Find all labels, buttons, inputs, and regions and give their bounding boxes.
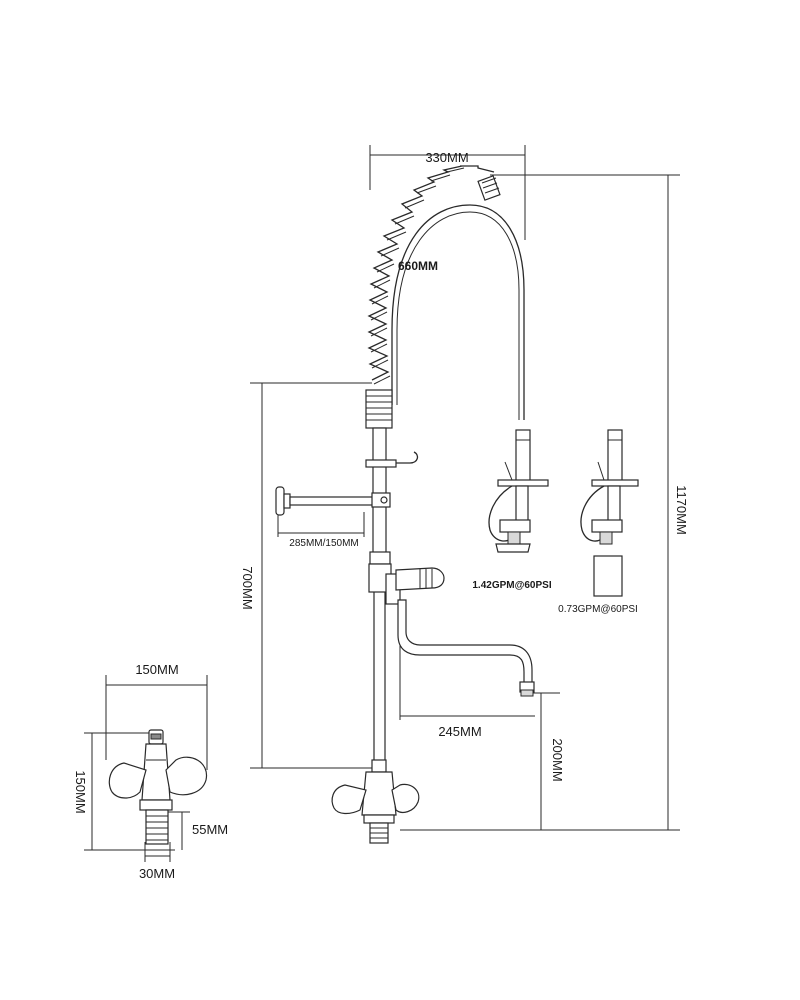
label-column-height: 700MM [240,566,255,609]
label-hose-width: 330MM [425,150,468,165]
label-valve-height: 150MM [73,770,88,813]
swing-spout [397,599,533,685]
label-thread-length: 55MM [192,822,228,837]
label-low-flow: 0.73GPM@60PSI [558,604,638,615]
pre-rinse-faucet [275,165,535,844]
label-spring-length: 660MM [398,259,438,273]
wall-bracket [275,486,391,516]
label-wall-bracket: 285MM/150MM [289,538,358,549]
spray-head-low-flow [580,429,639,597]
label-standard-flow: 1.42GPM@60PSI [472,580,551,591]
flex-hose [391,204,525,420]
base-mixing-valve [331,759,420,844]
spray-holder-ring [365,459,397,468]
label-spout-height: 200MM [550,738,565,781]
spray-head-standard [488,429,549,553]
label-total-height: 1170MM [674,485,689,535]
label-thread-width: 30MM [139,866,175,881]
coil-spring [367,165,501,385]
dimension-labels: 330MM 660MM 1170MM 700MM 285MM/150MM 245… [73,150,689,881]
dimension-lines [84,145,680,862]
label-valve-width: 150MM [135,662,178,677]
valve-detail [108,729,208,845]
label-spout-reach: 245MM [438,724,481,739]
mid-valve [368,563,445,605]
